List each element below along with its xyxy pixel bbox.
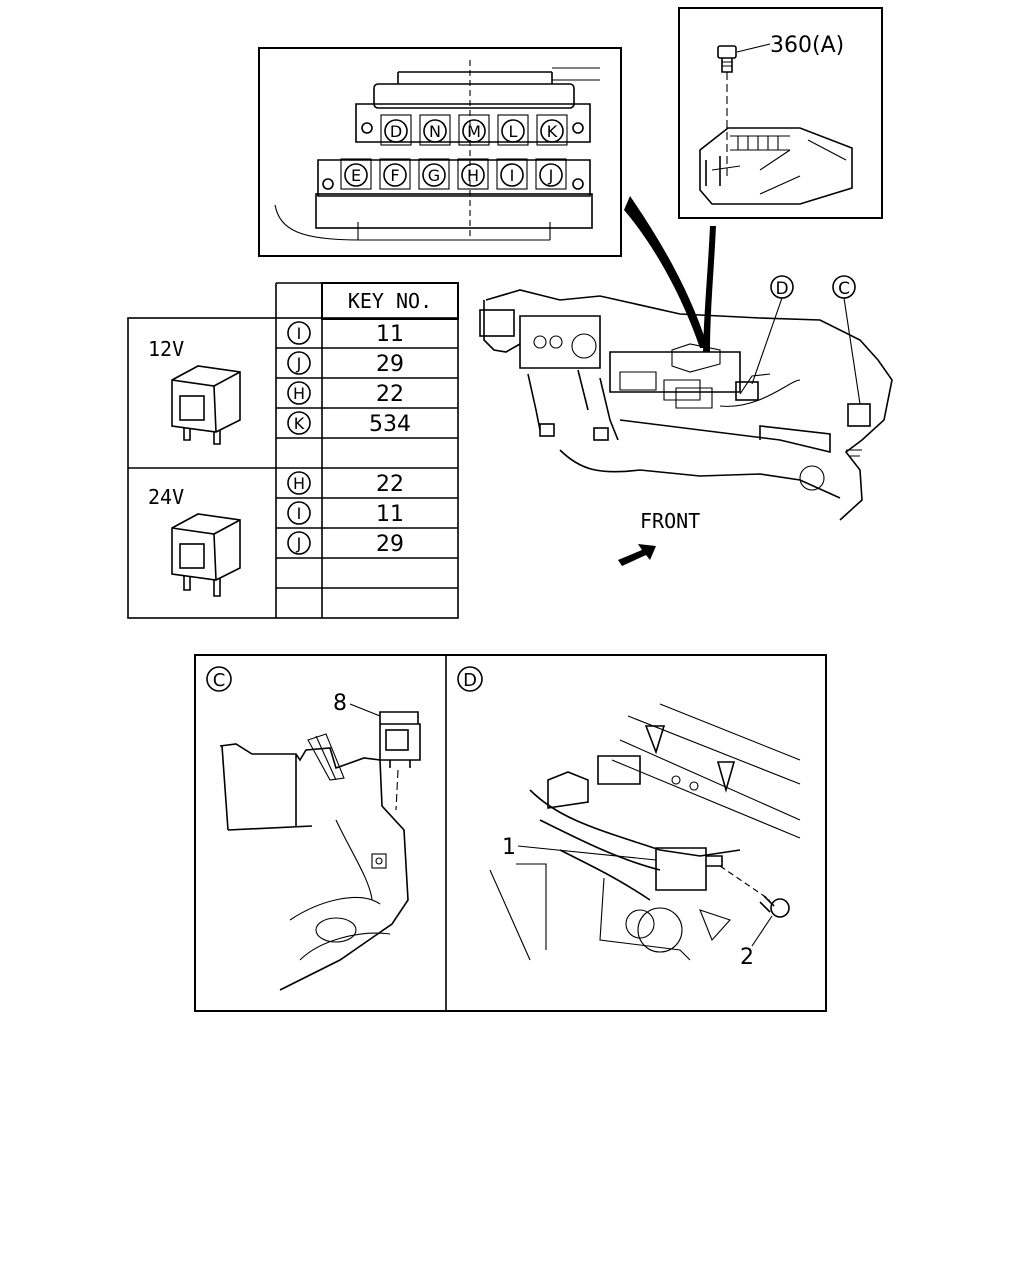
connector-top-row-pin-circle — [384, 119, 408, 143]
connector-top-row-cavity — [419, 114, 451, 146]
key-code-circle — [287, 351, 311, 375]
pointer-arrow-left — [624, 196, 708, 348]
connector-top-row-cavity — [497, 114, 529, 146]
key-code-circle — [287, 381, 311, 405]
key-code-circle — [287, 321, 311, 345]
part-1-label: 1 — [502, 835, 516, 860]
connector-detail: D N M L K E F G H I J — [258, 47, 622, 257]
key-number: 11 — [376, 502, 404, 527]
detail-c: C 8 — [206, 666, 421, 991]
connector-bottom-row-cavity — [418, 158, 450, 190]
pointer-arrow-right — [703, 226, 716, 352]
detail-c-label: C — [213, 670, 226, 691]
connector-top-row-pin-label: D — [390, 122, 402, 141]
key-number: 29 — [376, 532, 404, 557]
connector-top-row-pin-label: M — [467, 122, 481, 141]
relay-location-d — [735, 381, 759, 401]
connector-top-row-pin-circle — [540, 119, 564, 143]
key-code-label: J — [296, 354, 302, 373]
bolt-inset-frame — [678, 7, 883, 219]
connector-top-row-pin-label: K — [547, 122, 558, 141]
connector-bottom-row-pin-circle — [383, 163, 407, 187]
relay-part-8-icon — [379, 711, 421, 768]
connector-bottom-row-cavity — [379, 158, 411, 190]
detail-d-circle — [457, 666, 483, 692]
detail-d: D 1 2 — [457, 666, 801, 970]
connector-bottom-row-pin-label: J — [548, 166, 554, 185]
bolt-inset: 360(A) — [678, 7, 883, 219]
key-code-label: K — [294, 414, 305, 433]
key-number: 22 — [376, 472, 404, 497]
connector-bottom-row-cavity — [457, 158, 489, 190]
callout-d-label: D — [775, 279, 788, 299]
connector-top-row-cavity — [380, 114, 412, 146]
connector-top-row-pin-circle — [423, 119, 447, 143]
key-code-label: J — [296, 534, 302, 553]
key-table-header: KEY NO. — [348, 289, 432, 313]
connector-top-row-pin-label: N — [429, 122, 441, 141]
key-code-circle — [287, 531, 311, 555]
front-arrow-icon — [618, 544, 656, 566]
connector-bottom-row-pin-label: F — [390, 166, 399, 185]
callout-c-label: C — [838, 279, 850, 299]
connector-top-row-pin-circle — [462, 119, 486, 143]
key-code-label: I — [297, 504, 302, 523]
relay-location-c — [847, 403, 871, 427]
detail-c-circle — [206, 666, 232, 692]
detail-d-label: D — [463, 670, 477, 691]
connector-bottom-row-pin-circle — [461, 163, 485, 187]
connector-detail-frame — [258, 47, 622, 257]
bolt-part-label: 360(A) — [770, 33, 844, 58]
connector-top-row-pin-circle — [501, 119, 525, 143]
relay-24v-icon — [171, 513, 241, 597]
dashboard-view: D C FRONT — [479, 275, 893, 566]
key-number: 11 — [376, 322, 404, 347]
part-8-label: 8 — [333, 691, 347, 716]
connector-bottom-row-pin-label: H — [467, 166, 479, 185]
relay-12v-icon — [171, 365, 241, 445]
key-code-label: H — [293, 384, 305, 403]
voltage-12v-label: 12V — [148, 337, 184, 361]
key-code-circle — [287, 411, 311, 435]
key-number: 534 — [369, 412, 411, 437]
connector-bottom-row-pin-label: E — [351, 166, 361, 185]
key-table-header-cell — [321, 282, 459, 320]
key-code-label: I — [297, 324, 302, 343]
connector-bottom-row-pin-label: I — [510, 166, 515, 185]
key-code-label: H — [293, 474, 305, 493]
connector-top-row-pin-label: L — [509, 122, 518, 141]
front-label: FRONT — [640, 509, 700, 533]
connector-bottom-row-pin-circle — [539, 163, 563, 187]
connector-bottom-row-cavity — [535, 158, 567, 190]
connector-bottom-row-cavity — [340, 158, 372, 190]
key-code-circle — [287, 501, 311, 525]
key-number: 29 — [376, 352, 404, 377]
part-2-label: 2 — [740, 945, 754, 970]
connector-bottom-row-pin-circle — [344, 163, 368, 187]
connector-bottom-row-pin-circle — [500, 163, 524, 187]
connector-top-row-cavity — [536, 114, 568, 146]
key-number: 22 — [376, 382, 404, 407]
screw-part-2-icon — [759, 895, 790, 918]
connector-bottom-row-pin-circle — [422, 163, 446, 187]
detail-frame — [194, 654, 827, 1012]
key-code-circle — [287, 471, 311, 495]
connector-bottom-row-pin-label: G — [428, 166, 440, 185]
connector-top-row-cavity — [458, 114, 490, 146]
voltage-24v-label: 24V — [148, 485, 184, 509]
connector-bottom-row-cavity — [496, 158, 528, 190]
